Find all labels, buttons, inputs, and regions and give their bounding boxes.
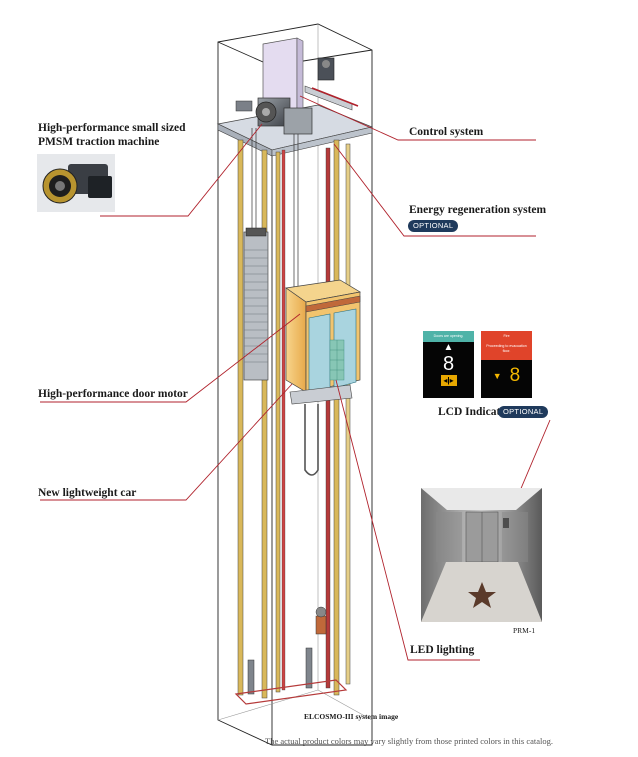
traction-machine	[235, 97, 313, 135]
callout-led-lighting: LED lighting	[410, 644, 475, 656]
traction-machine-photo	[37, 154, 115, 212]
car-interior-photo	[421, 488, 542, 622]
leader-lines	[40, 95, 551, 661]
callout-lcd-indicator: LCD Indicator	[438, 406, 512, 418]
lcd-fire-message: Proceeding to evacuation floor.	[481, 342, 532, 360]
leader-led-lighting	[335, 379, 480, 661]
callout-energy-regeneration: Energy regeneration system	[409, 204, 547, 216]
leader-control-system	[299, 95, 536, 141]
diagram-caption: ELCOSMO-III system image	[304, 712, 399, 721]
up-arrow-icon: ▲	[443, 342, 454, 353]
callout-lightweight-car: New lightweight car	[38, 487, 137, 499]
callout-door-motor: High-performance door motor	[38, 388, 188, 400]
callout-traction-machine-line2: PMSM traction machine	[38, 136, 160, 148]
pit-buffers	[234, 606, 348, 705]
leader-door-motor	[40, 313, 301, 403]
elevator-car	[285, 279, 361, 476]
lcd-screen-normal: Doors are opening. ▲ 8 ◂|▸	[423, 331, 474, 398]
lcd-floor-number: 8	[442, 353, 455, 375]
lcd-status-bar: Doors are opening.	[423, 331, 474, 342]
hoist-ropes	[251, 128, 299, 290]
photo-caption-prm1: PRM-1	[513, 626, 536, 635]
guide-rails	[237, 139, 351, 699]
counterweight	[243, 227, 269, 381]
optional-badge-energy: OPTIONAL	[408, 220, 459, 232]
leader-energy-regeneration	[333, 143, 536, 237]
callout-traction-machine-line1: High-performance small sized	[38, 122, 186, 134]
governor-top	[304, 57, 359, 111]
lcd-fire-bar: Fire	[481, 331, 532, 342]
color-disclaimer: The actual product colors may vary sligh…	[265, 736, 553, 746]
leader-traction-machine	[100, 123, 263, 217]
counterweight-rails	[281, 147, 331, 691]
down-arrow-icon: ▼	[492, 371, 502, 381]
callout-control-system: Control system	[409, 126, 484, 138]
lcd-screen-fire: Fire Proceeding to evacuation floor. ▼ 8	[481, 331, 532, 398]
leader-lightweight-car	[40, 383, 293, 501]
optional-badge-lcd: OPTIONAL	[498, 406, 549, 418]
door-open-icon: ◂|▸	[440, 375, 457, 386]
callout-traction-machine: High-performance small sized PMSM tracti…	[38, 121, 186, 149]
lcd-fire-floor-number: 8	[509, 365, 521, 386]
